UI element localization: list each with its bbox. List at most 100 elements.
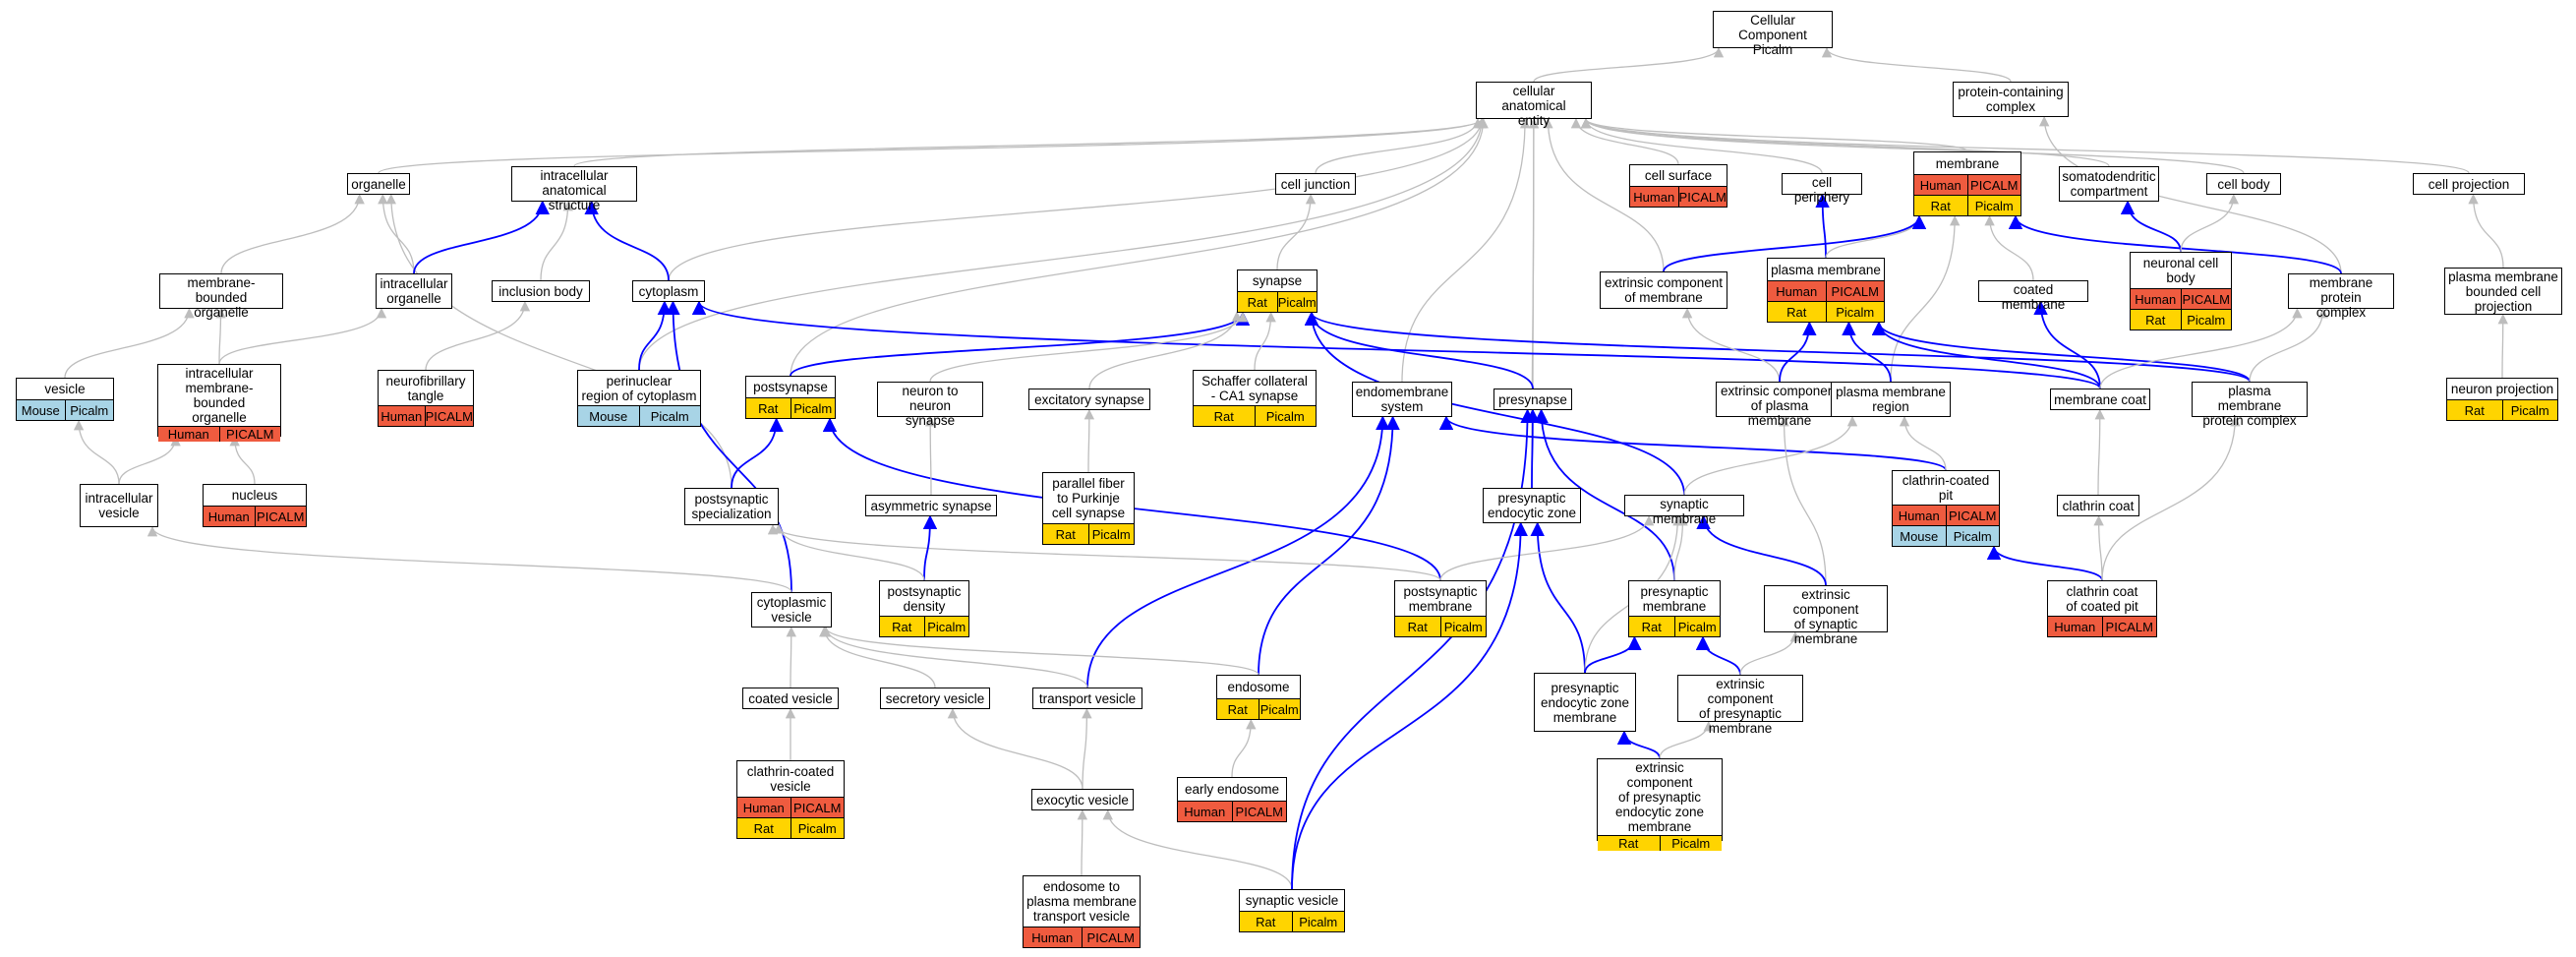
gene-cell: PICALM	[2180, 289, 2231, 309]
node-label: clathrin-coated pit	[1902, 473, 1990, 503]
gene-cell: Picalm	[1291, 912, 1344, 931]
node-label: clathrin coat of coated pit	[2066, 583, 2138, 614]
edge-exocytic-to-secves	[947, 707, 1083, 790]
node-label: Schaffer collateral - CA1 synapse	[1201, 373, 1308, 403]
edge-presynmem-to-synmem	[1673, 514, 1688, 581]
gene-cell: PICALM	[1945, 506, 1999, 525]
edge-postsynmem-to-postsynapse	[822, 417, 1441, 581]
edge-perinuclear-to-cae	[638, 117, 1488, 371]
node-label: nucleus	[231, 488, 278, 503]
edge-psd-to-postspec	[773, 523, 925, 581]
edge-ccpit-to-pmregion	[1899, 415, 1947, 471]
node-n2n: neuron to neuron synapse	[877, 382, 983, 428]
node-cellproj: cell projection	[2413, 173, 2525, 195]
edge-extcomppresyn-to-extcompsynmem	[1739, 630, 1801, 676]
edge-extcompsynmem-to-extcomppm	[1779, 415, 1827, 586]
species-cell: Rat	[880, 617, 924, 636]
species-cell: Human	[204, 507, 255, 526]
edge-ccpit-to-endomem	[1438, 415, 1947, 471]
gene-cell: Picalm	[790, 818, 844, 838]
edge-presynendo-to-presynapse	[1525, 408, 1541, 489]
edge-somato-to-cae	[1580, 117, 2110, 167]
edge-cytoplasm-to-ias	[584, 200, 670, 281]
node-label: intracellular anatomical structure	[540, 168, 609, 212]
species-cell: Rat	[1238, 292, 1277, 312]
node-label: membrane protein complex	[2309, 275, 2373, 320]
node-ias: intracellular anatomical structure	[511, 166, 637, 212]
edge-exocytic-to-transves	[1082, 707, 1092, 790]
species-cell: Human	[379, 406, 425, 426]
node-label: protein-containing complex	[1958, 85, 2064, 114]
edge-e2pm-to-exocytic	[1077, 808, 1088, 876]
node-cae: cellular anatomical entity	[1476, 82, 1592, 128]
gene-cell: PICALM	[790, 798, 844, 817]
node-label: presynaptic endocytic zone	[1487, 491, 1577, 520]
edge-postsynapse-to-synapse	[790, 311, 1251, 377]
node-label: presynaptic membrane	[1640, 583, 1709, 614]
edge-endomem-to-cae	[1401, 117, 1531, 383]
edge-plasmamem-to-cellperiphery	[1815, 193, 1830, 259]
node-imbo: intracellular membrane-bounded organelle…	[157, 364, 281, 442]
species-cell: Rat	[1768, 302, 1826, 322]
node-label: cellular anatomical entity	[1501, 84, 1566, 128]
gene-cell: Picalm	[1254, 406, 1316, 426]
edge-perinuclear-to-cytoplasm	[638, 300, 673, 371]
edge-memcoat-to-plasmamem	[1871, 321, 2101, 389]
node-label: plasma membrane bounded cell projection	[2448, 269, 2558, 314]
gene-cell: Picalm	[1276, 292, 1317, 312]
gene-cell: Picalm	[1966, 196, 2020, 215]
edge-transves-to-endomem	[1086, 415, 1390, 688]
species-cell: Rat	[1598, 836, 1660, 851]
node-label: early endosome	[1184, 782, 1280, 797]
node-label: clathrin-coated vesicle	[746, 764, 835, 794]
node-label: cytoplasmic vesicle	[756, 595, 827, 625]
node-label: cell junction	[1280, 176, 1351, 192]
node-label: neuron to neuron synapse	[902, 384, 959, 428]
node-organelle: organelle	[347, 173, 410, 195]
node-label: membrane coat	[2054, 391, 2146, 407]
edge-extcompendo-to-extcomppresyn	[1659, 720, 1714, 759]
node-label: postsynaptic density	[887, 583, 962, 614]
node-asym: asymmetric synapse	[865, 495, 997, 516]
edge-endosome-to-endomem	[1258, 415, 1400, 676]
edge-imbo-to-mbo	[215, 307, 226, 365]
node-extcompmem: extrinsic component of membrane	[1600, 271, 1727, 309]
species-cell: Human	[2131, 289, 2181, 309]
node-label: postsynapse	[753, 380, 828, 394]
species-cell: Rat	[1194, 406, 1255, 426]
species-cell: Mouse	[1893, 526, 1946, 546]
node-synmem: synaptic membrane	[1624, 495, 1744, 526]
node-label: membrane	[1935, 155, 2000, 171]
species-cell: Human	[1893, 506, 1946, 525]
gene-cell: PICALM	[1677, 187, 1727, 207]
node-label: presynaptic endocytic zone membrane	[1540, 680, 1630, 725]
node-excit: excitatory synapse	[1028, 389, 1150, 410]
node-label: exocytic vesicle	[1036, 792, 1129, 807]
node-label: parallel fiber to Purkinje cell synapse	[1051, 476, 1126, 520]
node-label: cell projection	[2428, 176, 2510, 192]
node-label: intracellular organelle	[380, 276, 448, 306]
edge-memprotcomplex-to-pcc	[2038, 115, 2342, 274]
node-label: membrane-bounded organelle	[187, 275, 256, 320]
node-extcomppresyn: extrinsic component of presynaptic membr…	[1677, 675, 1803, 736]
node-label: postsynaptic specialization	[691, 492, 772, 521]
node-exocytic: exocytic vesicle	[1031, 789, 1134, 810]
